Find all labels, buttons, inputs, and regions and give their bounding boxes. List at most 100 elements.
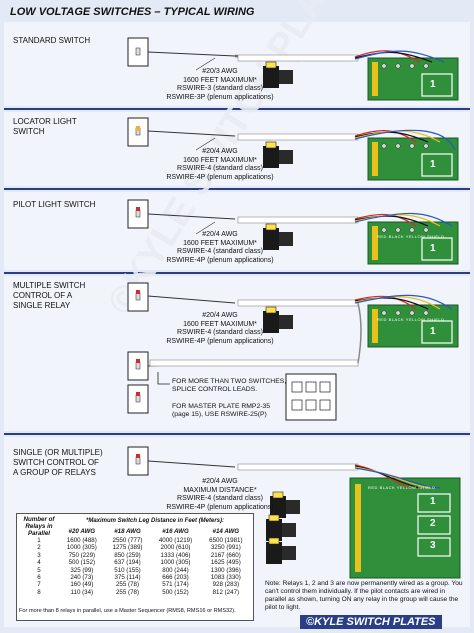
terminal-yellow: YELLOW	[405, 317, 426, 322]
wire-gauge: #20/4 AWG	[202, 148, 238, 155]
terminal-red: RED	[377, 317, 387, 322]
section-label-group: SINGLE (OR MULTIPLE) SWITCH CONTROL OF A…	[13, 448, 103, 477]
terminal-shield: SHIELD	[418, 485, 436, 490]
wire-standard: RSWIRE-4 (standard class)	[177, 165, 263, 173]
table-cell: 375 (114)	[114, 574, 141, 582]
table-cell: 2000 (610)	[160, 544, 191, 552]
terminal-labels-pilot: RED BLACK YELLOW SHIELD	[377, 234, 445, 239]
standard-switch-plate	[127, 37, 149, 67]
wire-max: 1600 FEET MAXIMUM*	[183, 320, 257, 328]
table-cell: 110 (34)	[70, 588, 94, 596]
separator-4	[4, 433, 470, 435]
section-label-multiple: MULTIPLE SWITCH CONTROL OF A SINGLE RELA…	[13, 281, 86, 310]
group-relay-diagram	[127, 446, 461, 579]
table-footnote: For more than 8 relays in parallel, use …	[19, 608, 236, 614]
relay-number-group-3: 3	[430, 540, 436, 551]
terminal-labels-multiple: RED BLACK YELLOW SHIELD	[377, 317, 445, 322]
table-cell: 1300 (396)	[210, 566, 241, 574]
pilot-switch-plate	[127, 199, 149, 229]
wire-spec-pilot: #20/4 AWG 1600 FEET MAXIMUM* RSWIRE-4 (s…	[160, 231, 280, 265]
pilot-switch-diagram	[127, 199, 459, 265]
terminal-labels-group: RED BLACK YELLOW SHIELD	[368, 485, 436, 490]
wire-plenum: RSWIRE-3P (plenum applications)	[166, 93, 274, 101]
table-cell: 255 (78)	[115, 581, 140, 589]
relay-number-3: 1	[430, 243, 436, 254]
wire-gauge: #20/4 AWG	[202, 478, 238, 485]
table-cell: 500 (152)	[68, 559, 96, 567]
col-18awg: #18 AWG	[114, 528, 141, 536]
table-cell: 6	[37, 574, 41, 582]
col-14awg: #14 AWG	[212, 528, 240, 536]
wire-plenum: RSWIRE-4P (plenum applications)	[166, 256, 274, 264]
locator-switch-diagram	[127, 117, 459, 181]
transformer-5b	[265, 514, 297, 542]
multi-switch-plate-1	[127, 282, 149, 312]
relay-panel	[349, 477, 461, 579]
table-cell: 4000 (1219)	[158, 537, 193, 544]
table-cell: 2550 (777)	[112, 537, 143, 544]
terminal-yellow: YELLOW	[405, 234, 426, 239]
relay-board-4	[367, 304, 459, 348]
distance-table-box: Number of Relays in Parallel *Maximum Sw…	[16, 513, 254, 621]
terminal-shield: SHIELD	[427, 317, 445, 322]
table-cell: 510 (155)	[114, 566, 141, 574]
master-plate-note: FOR MASTER PLATE RMP2-35 (page 15), USE …	[172, 403, 271, 419]
wire-max: 1600 FEET MAXIMUM*	[183, 76, 257, 84]
col-relays: Number of Relays in Parallel	[23, 516, 55, 537]
table-cell: 1275 (389)	[112, 544, 143, 552]
table-cell: 6500 (1981)	[209, 537, 243, 544]
relay-number-1: 1	[430, 79, 436, 90]
table-cell: 850 (259)	[114, 551, 141, 559]
wire-standard: RSWIRE-4 (standard class)	[177, 329, 263, 337]
wire-standard: RSWIRE-4 (standard class)	[177, 248, 263, 256]
table-cell: 666 (203)	[162, 574, 189, 582]
table-cell: 1	[37, 537, 41, 544]
table-cell: 1000 (305)	[66, 544, 97, 552]
wire-max: 1600 FEET MAXIMUM*	[183, 156, 257, 164]
wire-spec-locator: #20/4 AWG 1600 FEET MAXIMUM* RSWIRE-4 (s…	[160, 148, 280, 182]
terminal-yellow: YELLOW	[396, 485, 417, 490]
section-label-pilot: PILOT LIGHT SWITCH	[13, 200, 96, 209]
relay-board-3	[367, 221, 459, 265]
multi-switch-plate-3	[127, 384, 149, 414]
table-cell: 812 (247)	[212, 588, 240, 596]
table-cell: 800 (244)	[162, 566, 189, 574]
wire-plenum: RSWIRE-4P (plenum applications)	[166, 173, 274, 181]
wire-spec-multiple: #20/4 AWG 1600 FEET MAXIMUM* RSWIRE-4 (s…	[160, 312, 280, 346]
table-cell: 5	[37, 566, 41, 574]
relay-number-group-1: 1	[430, 496, 436, 507]
table-cell: 7	[37, 581, 41, 589]
page-title: LOW VOLTAGE SWITCHES – TYPICAL WIRING	[10, 6, 255, 18]
table-cell: 240 (73)	[70, 574, 94, 582]
table-cell: 500 (152)	[162, 588, 189, 596]
section-label-locator: LOCATOR LIGHT SWITCH	[13, 117, 77, 136]
table-cell: 1333 (406)	[160, 551, 191, 559]
table-cell: 3	[37, 551, 41, 559]
multiple-switch-diagram	[127, 282, 459, 421]
separator-3	[4, 272, 470, 274]
table-cell: 750 (229)	[68, 551, 96, 559]
table-cell: 571 (174)	[162, 581, 189, 589]
terminal-black: BLACK	[388, 234, 405, 239]
table-cell: 1625 (495)	[210, 559, 241, 567]
separator-2	[4, 188, 470, 190]
relay-number-group-2: 2	[430, 518, 436, 529]
brand-footer: ©KYLE SWITCH PLATES	[300, 615, 442, 629]
table-cell: 160 (49)	[70, 581, 94, 589]
table-caption: *Maximum Switch Leg Distance in Feet (Me…	[85, 517, 225, 524]
table-cell: 8	[37, 588, 41, 596]
wire-gauge: #20/4 AWG	[202, 312, 238, 319]
wire-max: MAXIMUM DISTANCE*	[183, 486, 257, 494]
terminal-black: BLACK	[388, 317, 405, 322]
col-16awg: #16 AWG	[162, 528, 189, 536]
table-cell: 1000 (305)	[160, 559, 191, 567]
wire-plenum: RSWIRE-4P (plenum applications)	[166, 337, 274, 345]
wire-gauge: #20/3 AWG	[202, 68, 238, 75]
